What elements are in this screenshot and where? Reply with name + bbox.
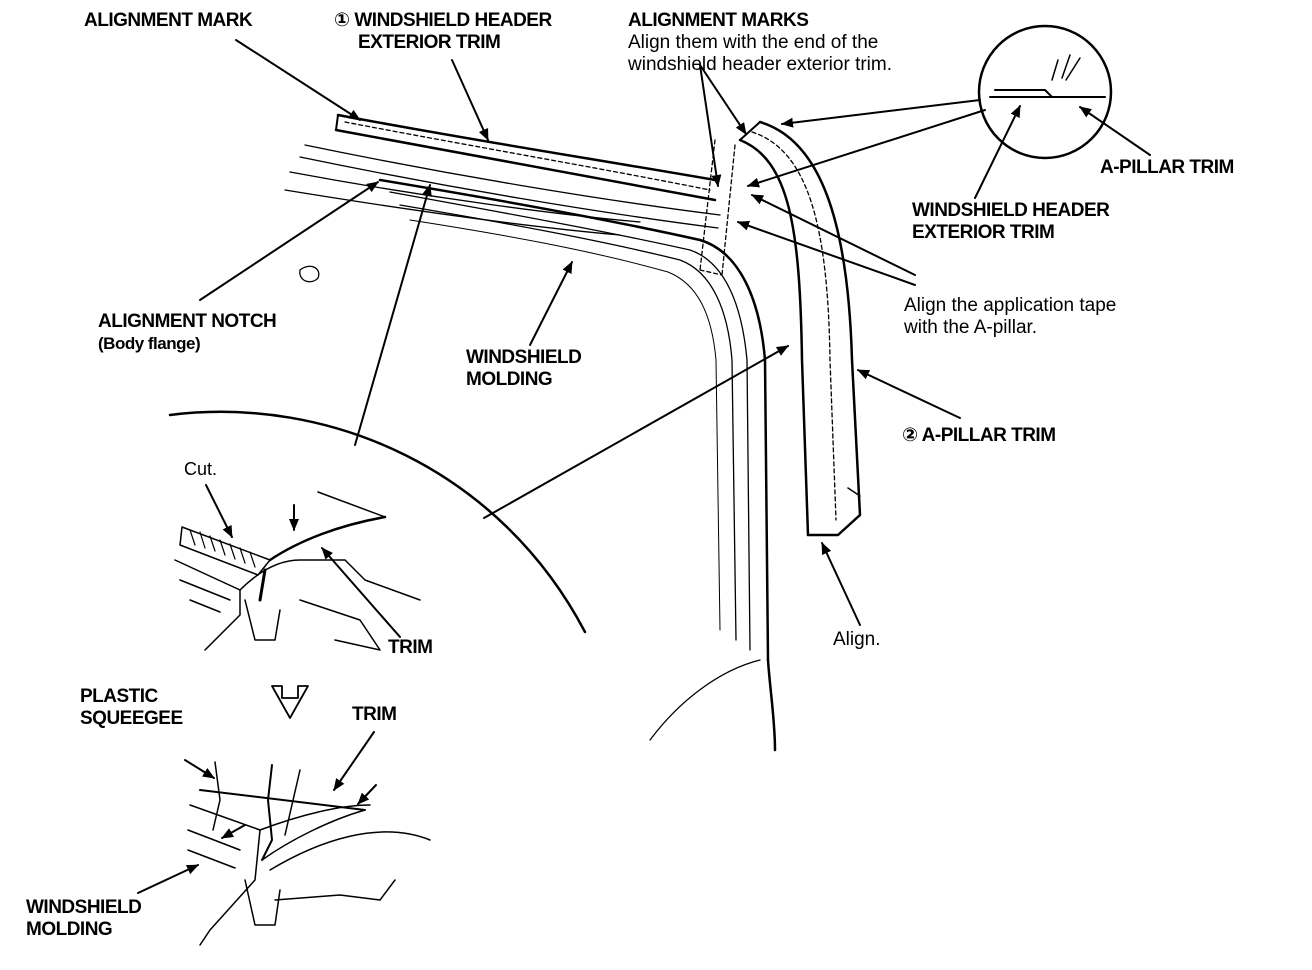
inset-header-trim-label: WINDSHIELD HEADER EXTERIOR TRIM [912, 200, 1110, 244]
plastic-squeegee-label: PLASTIC SQUEEGEE [80, 686, 183, 730]
leader-arrows [137, 39, 1151, 894]
windshield-molding-label: WINDSHIELD MOLDING [466, 347, 582, 391]
windshield-molding-bottom-line1: WINDSHIELD [26, 897, 142, 918]
inset-circle [977, 24, 1113, 160]
alignment-marks-title: ALIGNMENT MARKS [628, 10, 809, 31]
application-tape-outline [699, 139, 736, 276]
a-pillar-trim-inset-label: A-PILLAR TRIM [1100, 157, 1234, 178]
inset-header-trim-line2: EXTERIOR TRIM [912, 222, 1055, 243]
header-trim-label-line1: ① WINDSHIELD HEADER [334, 10, 552, 31]
alignment-mark-label: ALIGNMENT MARK [84, 10, 253, 31]
lower-section-detail [187, 761, 431, 946]
a-pillar-trim [738, 120, 862, 537]
alignment-marks-note-line2: windshield header exterior trim. [628, 54, 893, 75]
alignment-notch-line1: ALIGNMENT NOTCH [98, 311, 277, 332]
alignment-notch-label: ALIGNMENT NOTCH (Body flange) [98, 311, 277, 355]
windshield-molding-bottom-line2: MOLDING [26, 919, 113, 940]
cut-label: Cut. [184, 459, 218, 479]
header-trim-strip [334, 113, 717, 202]
windshield-molding-bottom-label: WINDSHIELD MOLDING [26, 897, 142, 941]
alignment-marks-callout: ALIGNMENT MARKS Align them with the end … [628, 10, 892, 76]
tape-alignment-note-line1: Align the application tape [904, 295, 1117, 316]
header-trim-label: ① WINDSHIELD HEADER EXTERIOR TRIM [334, 10, 552, 54]
windshield-molding-line2: MOLDING [466, 369, 553, 390]
inset-header-trim-line1: WINDSHIELD HEADER [912, 200, 1110, 221]
alignment-notch-line2: (Body flange) [98, 334, 201, 353]
tape-alignment-note-line2: with the A-pillar. [904, 317, 1038, 338]
magnifier-arc [168, 410, 587, 634]
upper-section-detail [174, 491, 421, 651]
trim-upper-label: TRIM [388, 637, 433, 658]
header-trim-label-line2: EXTERIOR TRIM [358, 32, 501, 53]
next-step-arrow-icon [271, 685, 309, 719]
trim-lower-label: TRIM [352, 704, 397, 725]
a-pillar-trim-label: ② A-PILLAR TRIM [902, 425, 1056, 446]
windshield-molding-outline [378, 178, 777, 752]
alignment-marks-note-line1: Align them with the end of the [628, 32, 879, 53]
tape-alignment-note: Align the application tape with the A-pi… [904, 295, 1116, 339]
roof-body-lines [284, 144, 721, 283]
plastic-squeegee-line1: PLASTIC [80, 686, 158, 707]
plastic-squeegee-line2: SQUEEGEE [80, 708, 183, 729]
windshield-molding-line1: WINDSHIELD [466, 347, 582, 368]
align-label: Align. [833, 629, 881, 650]
